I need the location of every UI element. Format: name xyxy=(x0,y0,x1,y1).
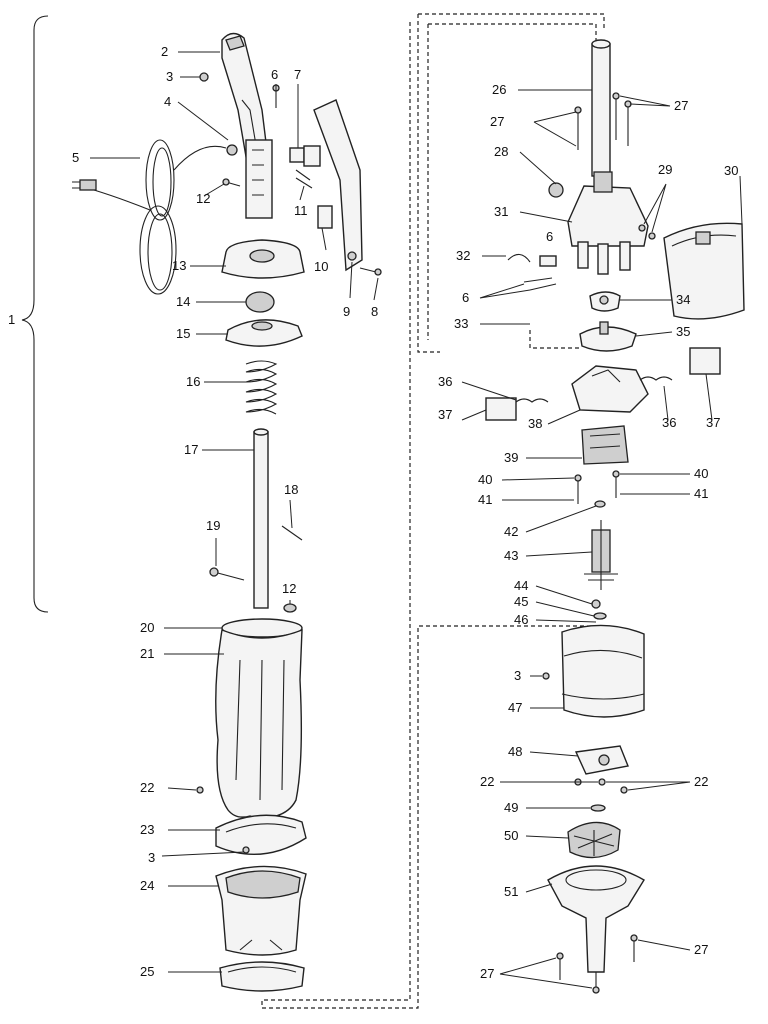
callout-12: 12 xyxy=(196,191,211,206)
callout-21: 21 xyxy=(140,646,155,661)
dust-bag-part xyxy=(215,628,303,820)
callout-22-right: 22 xyxy=(694,774,709,789)
callout-29: 29 xyxy=(658,162,673,177)
callout-27-upper-left: 27 xyxy=(490,114,505,129)
bearing-plate-part xyxy=(579,326,637,352)
handle-grip-lower xyxy=(245,139,273,219)
callout-6-small: 6 xyxy=(546,229,554,244)
callout-27-upper-right: 27 xyxy=(674,98,689,113)
brush-holder-part xyxy=(571,365,649,413)
assembly-bracket xyxy=(21,15,49,613)
motor-housing-top-part xyxy=(567,185,649,247)
coupling-part xyxy=(245,291,275,313)
callout-40-left: 40 xyxy=(478,472,493,487)
callout-9: 9 xyxy=(343,304,351,319)
callout-32: 32 xyxy=(456,248,471,263)
callout-40-right: 40 xyxy=(694,466,709,481)
callout-39: 39 xyxy=(504,450,519,465)
callout-22-left: 22 xyxy=(480,774,495,789)
motor-housing-part xyxy=(561,624,645,718)
callout-46: 46 xyxy=(514,612,529,627)
callout-8: 8 xyxy=(371,304,379,319)
callout-45: 45 xyxy=(514,594,529,609)
callout-22: 22 xyxy=(140,780,155,795)
callout-48: 48 xyxy=(508,744,523,759)
callout-5: 5 xyxy=(72,150,80,165)
extension-tube-part xyxy=(253,431,269,609)
callout-34: 34 xyxy=(676,292,691,307)
callout-4: 4 xyxy=(164,94,172,109)
motor-shaft-tube-part xyxy=(591,43,611,177)
callout-49: 49 xyxy=(504,800,519,815)
callout-37-right: 37 xyxy=(706,415,721,430)
callout-41-left: 41 xyxy=(478,492,493,507)
callout-36-right: 36 xyxy=(662,415,677,430)
callout-6: 6 xyxy=(271,67,279,82)
callout-42: 42 xyxy=(504,524,519,539)
callout-43: 43 xyxy=(504,548,519,563)
callout-2: 2 xyxy=(161,44,169,59)
callout-13: 13 xyxy=(172,258,187,273)
callout-26: 26 xyxy=(492,82,507,97)
callout-25: 25 xyxy=(140,964,155,979)
filter-pad-right xyxy=(689,347,721,375)
swivel-cap-part xyxy=(225,319,303,347)
callout-3: 3 xyxy=(166,69,174,84)
motor-cover-part xyxy=(663,222,745,320)
callout-41-right: 41 xyxy=(694,486,709,501)
callout-11: 11 xyxy=(294,203,308,218)
callout-37-left: 37 xyxy=(438,407,453,422)
callout-3-lower: 3 xyxy=(148,850,156,865)
callout-10: 10 xyxy=(314,259,329,274)
spring-part xyxy=(245,360,278,415)
callout-19: 19 xyxy=(206,518,221,533)
wiring-dashed-outline xyxy=(261,13,605,1009)
callout-15: 15 xyxy=(176,326,191,341)
callout-1: 1 xyxy=(8,312,16,327)
nozzle-part xyxy=(547,865,645,973)
callout-28: 28 xyxy=(494,144,509,159)
callout-7: 7 xyxy=(294,67,302,82)
callout-38: 38 xyxy=(528,416,543,431)
callout-36-left: 36 xyxy=(438,374,453,389)
callout-30: 30 xyxy=(724,163,739,178)
callout-23: 23 xyxy=(140,822,155,837)
callout-12-lower: 12 xyxy=(282,581,297,596)
callout-33: 33 xyxy=(454,316,469,331)
callout-3-right: 3 xyxy=(514,668,522,683)
callout-47: 47 xyxy=(508,700,523,715)
gasket-ring-part xyxy=(215,814,307,856)
motor-field-part xyxy=(581,425,629,465)
base-gasket-part xyxy=(219,961,305,992)
callout-51: 51 xyxy=(504,884,519,899)
callout-20: 20 xyxy=(140,620,155,635)
filter-pad-left xyxy=(485,397,517,421)
callout-24: 24 xyxy=(140,878,155,893)
callout-16: 16 xyxy=(186,374,201,389)
leader-lines xyxy=(90,51,743,989)
handle-cover-part xyxy=(313,99,363,272)
power-cord xyxy=(72,139,227,295)
callout-6-right: 6 xyxy=(462,290,470,305)
callout-50: 50 xyxy=(504,828,519,843)
callout-27-right: 27 xyxy=(694,942,709,957)
callout-35: 35 xyxy=(676,324,691,339)
callout-31: 31 xyxy=(494,204,509,219)
callout-14: 14 xyxy=(176,294,191,309)
callout-44: 44 xyxy=(514,578,529,593)
callout-18: 18 xyxy=(284,482,299,497)
callout-17: 17 xyxy=(184,442,199,457)
callout-27-bottom: 27 xyxy=(480,966,495,981)
